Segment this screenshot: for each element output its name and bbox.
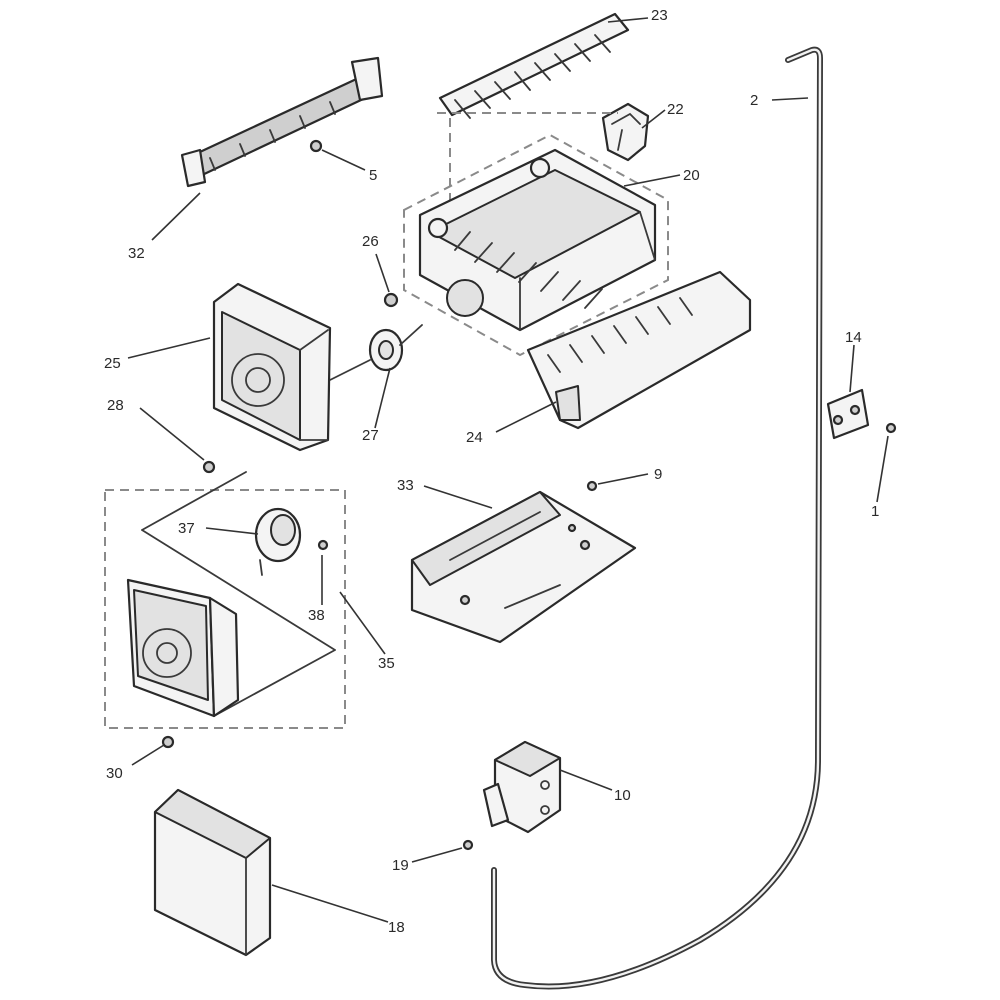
- leader-28: [139, 407, 205, 461]
- screw-part-9: [586, 480, 598, 492]
- fill-tube-part: [491, 46, 823, 990]
- leader-20: [623, 174, 681, 187]
- wire-harness-part: [180, 56, 384, 188]
- leader-30: [131, 744, 165, 766]
- callout-32: 32: [128, 245, 145, 262]
- leader-14: [849, 344, 855, 393]
- leader-35: [339, 591, 386, 655]
- leader-2: [771, 97, 809, 101]
- leader-27: [374, 367, 391, 429]
- screw-part-19: [462, 839, 474, 851]
- leader-25: [127, 337, 211, 359]
- water-valve-part: [482, 740, 562, 834]
- support-shelf-part: [410, 490, 637, 644]
- leader-23: [607, 17, 649, 23]
- screw-part-30: [161, 735, 175, 749]
- ejector-comb-part: [438, 12, 630, 119]
- leader-1: [876, 435, 889, 503]
- callout-28: 28: [107, 397, 124, 414]
- callout-18: 18: [388, 919, 405, 936]
- callout-30: 30: [106, 765, 123, 782]
- mold-cover-part: [526, 270, 752, 430]
- callout-14: 14: [845, 329, 862, 346]
- leader-18: [271, 884, 389, 923]
- callout-24: 24: [466, 429, 483, 446]
- callout-22: 22: [667, 101, 684, 118]
- tube-clamp-part: [826, 388, 870, 440]
- callout-38: 38: [308, 607, 325, 624]
- callout-26: 26: [362, 233, 379, 250]
- leader-10: [559, 769, 613, 791]
- leader-19: [411, 847, 463, 863]
- callout-25: 25: [104, 355, 121, 372]
- leader-33: [423, 485, 493, 509]
- callout-5: 5: [369, 167, 377, 184]
- leader-37: [205, 527, 259, 535]
- leader-22: [641, 109, 666, 129]
- callout-33: 33: [397, 477, 414, 494]
- leader-24: [495, 401, 557, 433]
- fitting-part-27: [329, 324, 423, 381]
- cover-box-part: [153, 788, 272, 957]
- callout-23: 23: [651, 7, 668, 24]
- pin-part-38: [317, 539, 329, 551]
- callout-27: 27: [362, 427, 379, 444]
- callout-1: 1: [871, 503, 879, 520]
- ice-mold-assembly-part: [403, 112, 669, 357]
- screw-part-5: [309, 139, 323, 153]
- leader-32: [151, 192, 201, 241]
- callout-19: 19: [392, 857, 409, 874]
- leader-26: [375, 253, 390, 293]
- callout-20: 20: [683, 167, 700, 184]
- screw-part-28: [202, 460, 216, 474]
- callout-37: 37: [178, 520, 195, 537]
- control-housing-part: [212, 282, 332, 452]
- fitting-part-26: [383, 292, 399, 308]
- drive-motor-module-part: [104, 471, 346, 729]
- leader-9: [597, 473, 649, 485]
- callout-labels: 23 2 22 20 5 32 26 25 27 28 24 14 1 33 9…: [104, 7, 879, 936]
- leader-lines: [127, 17, 889, 923]
- callout-35: 35: [378, 655, 395, 672]
- callout-2: 2: [750, 92, 758, 109]
- callout-9: 9: [654, 466, 662, 483]
- small-motor-part: [254, 507, 302, 576]
- screw-part-1: [885, 422, 897, 434]
- callout-10: 10: [614, 787, 631, 804]
- ice-stripper-bracket-part: [601, 102, 650, 162]
- leader-5: [321, 149, 366, 171]
